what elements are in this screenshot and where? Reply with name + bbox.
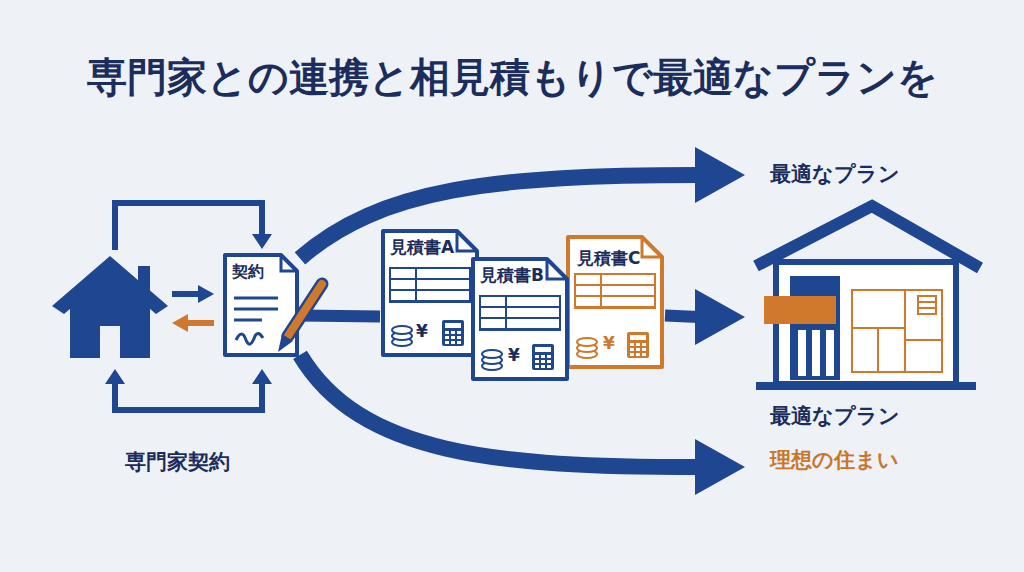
loop-arrowhead: [252, 369, 272, 384]
section-label: 専門家契約: [125, 450, 230, 475]
node-text: 契約: [232, 262, 264, 281]
arrow-head: [695, 439, 745, 495]
flow-arrow: [665, 289, 745, 345]
yen-sign: ¥: [508, 345, 520, 365]
arrow-head: [695, 147, 745, 203]
arrow-body: [300, 310, 380, 323]
node-text: 最適なプラン: [770, 162, 900, 187]
estimate-doc: 見積書A: [380, 228, 480, 358]
exchange-arrows: [172, 285, 214, 332]
flow-arrow: [300, 315, 380, 317]
estimate-doc: 見積書C: [565, 234, 665, 370]
house-figure: [756, 206, 980, 386]
arrow-head: [695, 289, 745, 345]
diagram-title: 専門家との連携と相見積もりで最適なプランを: [0, 50, 1024, 105]
node-text: 理想の住まい: [770, 448, 899, 473]
yen-sign: ¥: [416, 321, 428, 341]
node-text: 見積書B: [480, 265, 544, 285]
arrow-body: [665, 316, 699, 317]
loop-arrowhead: [252, 234, 272, 249]
node-text: 最適なプラン: [770, 404, 900, 429]
contract-doc: 契約: [222, 252, 300, 358]
node-text: 見積書A: [390, 237, 454, 257]
estimate-doc: 見積書B: [470, 256, 570, 382]
house-icon: [52, 256, 168, 358]
flow-arrow: [300, 147, 745, 258]
node-text: 見積書C: [577, 248, 640, 268]
plan-house: 最適なプラン最適なプラン理想の住まい: [745, 158, 985, 480]
yen-sign: ¥: [603, 333, 615, 353]
loop-arrowhead: [105, 369, 125, 384]
